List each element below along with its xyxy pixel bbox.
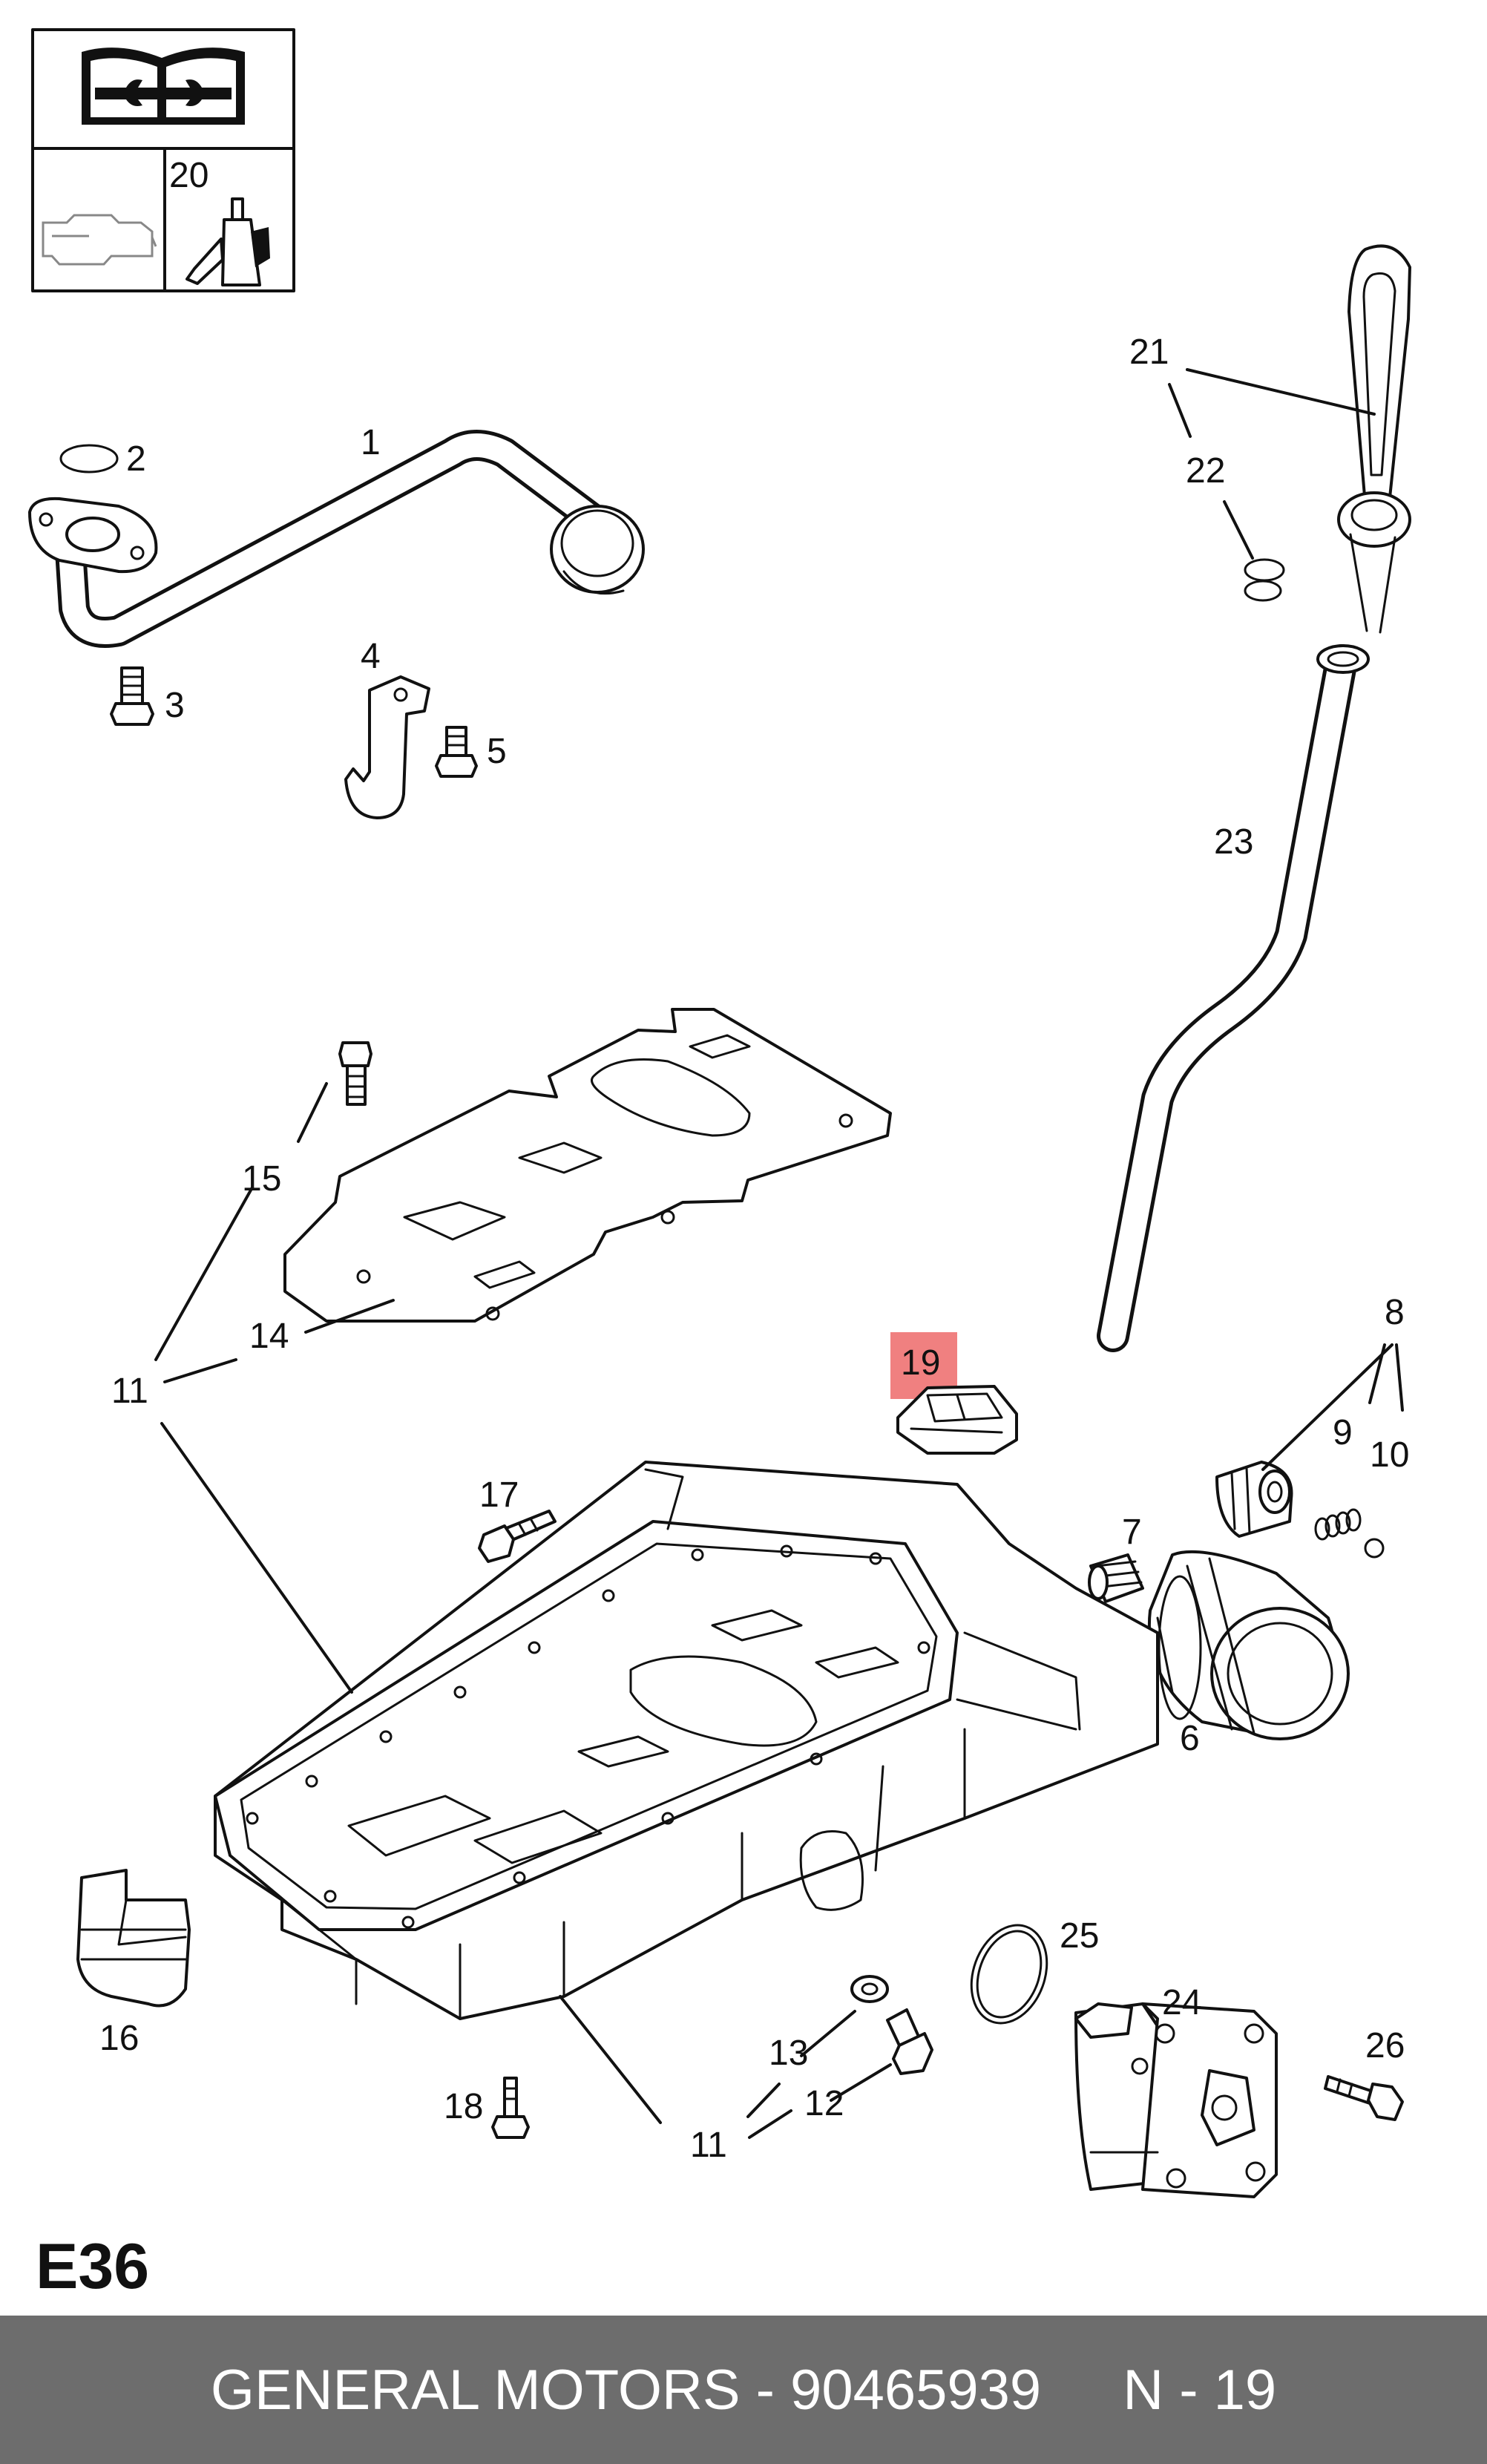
part-1-oil-pipe bbox=[28, 430, 645, 648]
footer-position: N - 19 bbox=[1123, 2358, 1277, 2422]
part-2-o-ring bbox=[59, 444, 119, 474]
icon-label-20: 20 bbox=[169, 156, 209, 195]
callout-3: 3 bbox=[165, 686, 185, 725]
part-8-valve bbox=[1215, 1461, 1293, 1538]
icon-box: 20 bbox=[31, 28, 295, 292]
part-10-ball bbox=[1364, 1538, 1385, 1559]
part-11-oil-pan bbox=[214, 1461, 1159, 2020]
part-7-fitting bbox=[1088, 1553, 1144, 1603]
callout-5: 5 bbox=[487, 732, 507, 771]
callout-10: 10 bbox=[1370, 1435, 1409, 1475]
footer-bar: GENERAL MOTORS - 90465939 N - 19 bbox=[0, 2316, 1487, 2464]
callout-1: 1 bbox=[361, 423, 381, 462]
sealant-tube-icon bbox=[186, 197, 270, 286]
part-21-dipstick bbox=[1337, 244, 1411, 634]
diagram-code: E36 bbox=[36, 2231, 150, 2302]
callout-9: 9 bbox=[1333, 1413, 1353, 1452]
callout-16: 16 bbox=[99, 2019, 139, 2058]
engine-outline-icon bbox=[42, 214, 157, 266]
part-5-bolt bbox=[435, 726, 478, 778]
part-12-drain-plug bbox=[886, 2008, 933, 2075]
part-23-guide-tube bbox=[1097, 644, 1370, 1352]
part-16-seal bbox=[76, 1869, 191, 2008]
part-3-bolt bbox=[110, 666, 154, 726]
callout-11a: 11 bbox=[111, 1372, 148, 1411]
callout-17: 17 bbox=[479, 1475, 519, 1515]
part-18-bolt bbox=[491, 2077, 530, 2139]
part-24-housing bbox=[1074, 2002, 1278, 2198]
callout-19: 19 bbox=[901, 1343, 940, 1383]
part-15-bolt bbox=[338, 1041, 372, 1106]
part-17-bolt bbox=[478, 1510, 557, 1563]
part-22-seal-rings bbox=[1244, 558, 1285, 602]
repair-manual-icon bbox=[82, 47, 245, 125]
callout-18: 18 bbox=[444, 2087, 483, 2126]
callout-24: 24 bbox=[1162, 1983, 1201, 2022]
callout-6: 6 bbox=[1180, 1719, 1200, 1758]
callout-labels: 1 2 3 4 5 6 7 8 9 10 11 11 12 13 14 15 1… bbox=[99, 332, 1409, 2165]
footer-part-number: GENERAL MOTORS - 90465939 bbox=[210, 2358, 1042, 2422]
callout-14: 14 bbox=[249, 1317, 289, 1356]
part-26-bolt bbox=[1324, 2075, 1404, 2121]
callout-26: 26 bbox=[1365, 2026, 1405, 2065]
callout-12: 12 bbox=[804, 2084, 844, 2123]
leader-lines bbox=[154, 368, 1404, 2139]
part-19-strainer bbox=[896, 1385, 1018, 1455]
callout-7: 7 bbox=[1122, 1513, 1142, 1552]
part-14-baffle-plate bbox=[283, 1008, 892, 1323]
callout-2: 2 bbox=[126, 439, 146, 479]
parts-diagram: 20 bbox=[28, 28, 1411, 2198]
part-25-o-ring bbox=[970, 1924, 1048, 2025]
part-13-washer bbox=[850, 1975, 889, 2003]
callout-11b: 11 bbox=[690, 2126, 727, 2165]
callout-21: 21 bbox=[1129, 332, 1169, 372]
callout-15: 15 bbox=[242, 1159, 281, 1199]
callout-13: 13 bbox=[769, 2034, 808, 2073]
callout-8: 8 bbox=[1385, 1293, 1405, 1332]
part-4-bracket bbox=[344, 675, 430, 819]
callout-22: 22 bbox=[1186, 451, 1225, 491]
part-6-oil-filter bbox=[1147, 1550, 1350, 1740]
callout-4: 4 bbox=[361, 637, 381, 676]
part-9-spring bbox=[1314, 1508, 1362, 1541]
callout-23: 23 bbox=[1214, 822, 1253, 862]
callout-25: 25 bbox=[1060, 1916, 1099, 1956]
